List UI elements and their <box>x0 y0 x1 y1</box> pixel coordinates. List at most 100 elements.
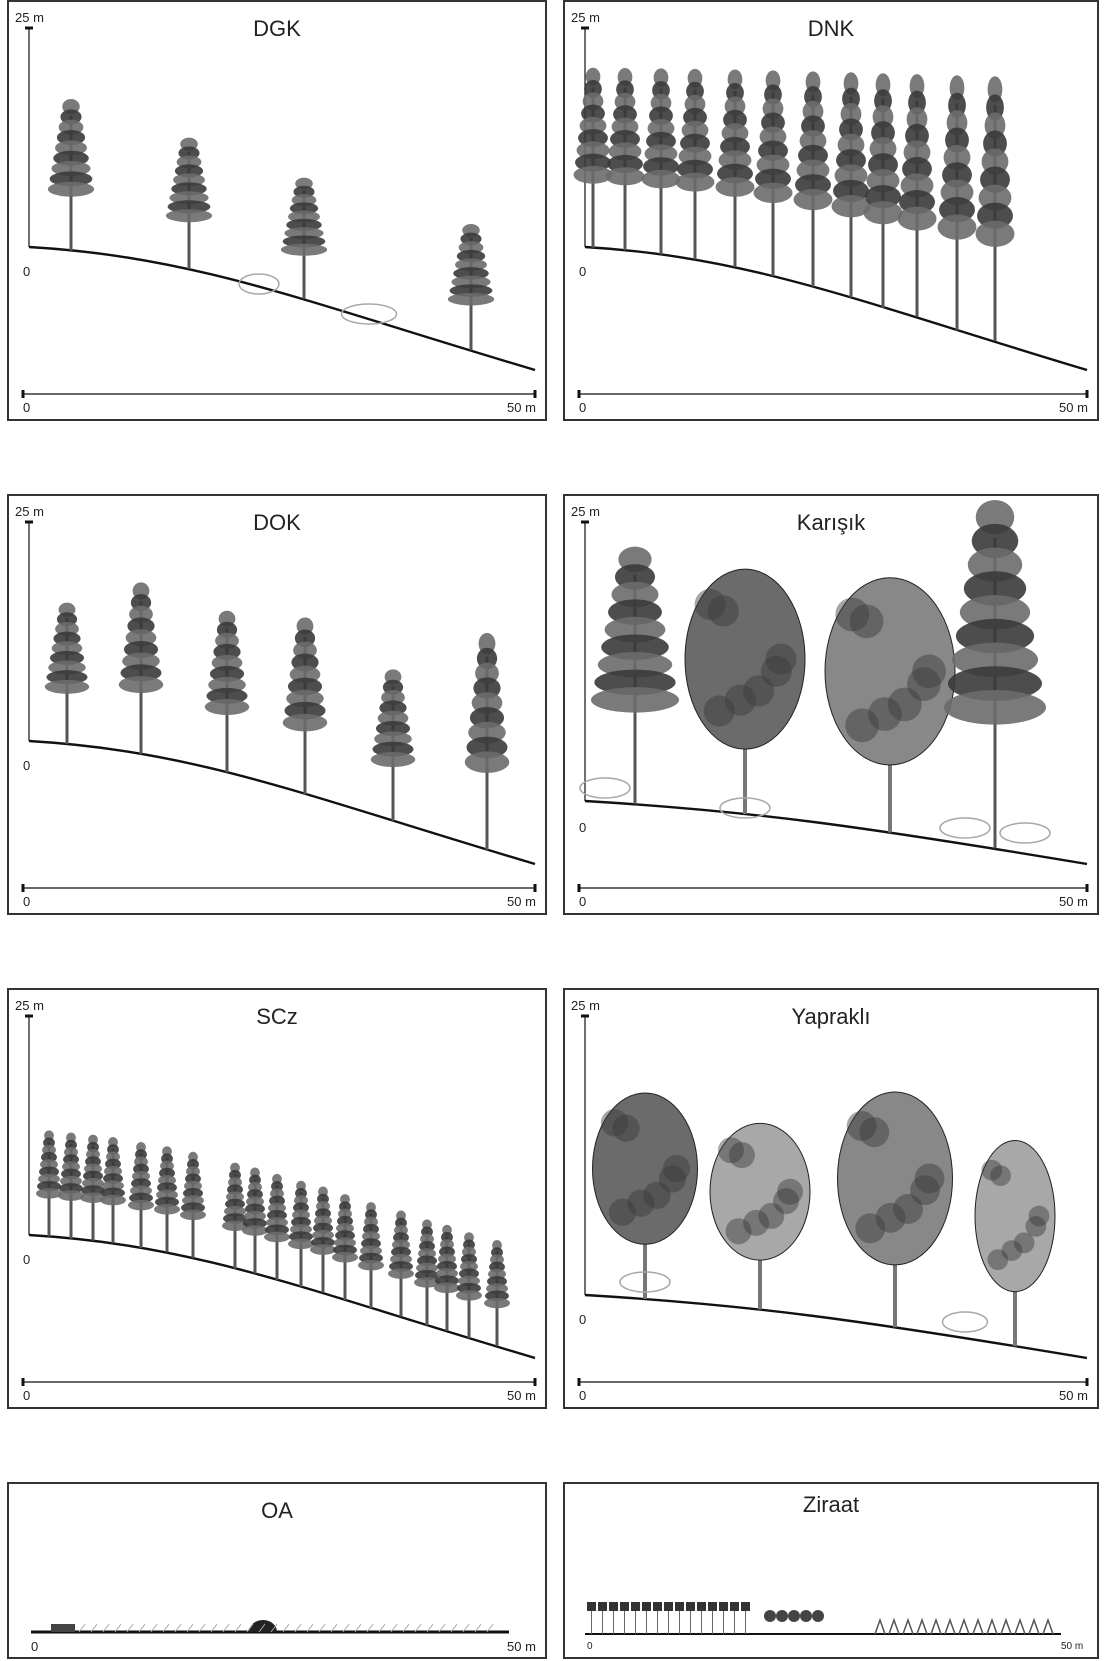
panel-title: Yapraklı <box>791 1004 871 1029</box>
crown-shade <box>912 654 946 689</box>
crown-shade <box>835 597 870 632</box>
pine-foliage <box>975 220 1015 247</box>
panel-dnk: DNK 25 m 0 0 50 m <box>563 0 1099 421</box>
panel-title: Karışık <box>796 510 866 535</box>
panel-dok: DOK 25 m 0 0 50 m <box>7 494 547 915</box>
panel-title: DNK <box>807 16 855 41</box>
grass <box>234 1623 242 1633</box>
orchard-tree <box>631 1602 640 1611</box>
grass <box>186 1623 194 1633</box>
x-end-label: 50 m <box>1059 400 1088 415</box>
crown-shade <box>875 1202 906 1233</box>
pine-foliage <box>675 172 715 192</box>
profile-drawing <box>577 499 1089 892</box>
crown-shade <box>987 1249 1009 1271</box>
grass <box>282 1623 290 1633</box>
x-start-label: 0 <box>23 400 31 415</box>
pine-foliage <box>204 698 250 715</box>
crop <box>800 1610 812 1622</box>
crop <box>874 1617 886 1635</box>
origin-label: 0 <box>579 264 587 279</box>
crown-shade <box>743 675 775 707</box>
crown-shade <box>990 1165 1011 1187</box>
pine-foliage <box>831 195 871 218</box>
crown-shade <box>728 1142 755 1169</box>
crown-shade <box>914 1163 945 1194</box>
pine-foliage <box>242 1225 268 1236</box>
crown-shade <box>694 588 726 621</box>
grass <box>438 1623 446 1633</box>
pine-foliage <box>282 713 328 732</box>
orchard-tree <box>664 1602 673 1611</box>
crown-shade <box>758 1202 785 1229</box>
crop <box>916 1617 928 1635</box>
grass <box>306 1623 314 1633</box>
crown-shade <box>724 684 756 716</box>
panel-dgk: DGK 25 m 0 0 50 m <box>7 0 547 421</box>
grass <box>126 1623 134 1633</box>
crown-shade <box>849 604 884 639</box>
crown-shade <box>600 1109 629 1137</box>
x-end-label: 50 m <box>507 1388 536 1403</box>
pine-foliage <box>943 690 1047 725</box>
pine-foliage <box>605 167 645 186</box>
height-label: 25 m <box>571 998 600 1013</box>
orchard-tree <box>697 1602 706 1611</box>
grass <box>294 1623 302 1633</box>
profile-drawing <box>21 1014 537 1386</box>
pine-foliage <box>590 687 680 713</box>
panel-title: OA <box>261 1498 293 1523</box>
profile-drawing <box>31 1620 509 1634</box>
pine-foliage <box>358 1260 384 1271</box>
grass <box>366 1623 374 1633</box>
grass <box>90 1623 98 1633</box>
pine-foliage <box>573 165 613 184</box>
x-end-label: 50 m <box>1059 894 1088 909</box>
crown-shade <box>627 1189 655 1217</box>
pine-foliage <box>47 181 95 197</box>
pine-foliage <box>715 177 755 197</box>
x-start-label: 0 <box>579 1388 587 1403</box>
crop <box>972 1617 984 1635</box>
grass <box>102 1623 110 1633</box>
grass <box>354 1623 362 1633</box>
crop <box>776 1610 788 1622</box>
tree-crown <box>974 1139 1056 1293</box>
x-start-label: 0 <box>579 400 587 415</box>
shrub <box>579 777 631 799</box>
grass <box>486 1623 494 1633</box>
pine-foliage <box>165 209 213 223</box>
orchard-tree <box>587 1602 596 1611</box>
grass <box>150 1623 158 1633</box>
pine-foliage <box>370 752 416 768</box>
x-end-label: 50 m <box>507 400 536 415</box>
pine-foliage <box>288 1238 314 1250</box>
pine-foliage <box>414 1277 440 1288</box>
panel-yaprakli: Yapraklı 25 m 0 0 50 m <box>563 988 1099 1409</box>
crown-shade <box>658 1165 687 1193</box>
grass <box>450 1623 458 1633</box>
pine-foliage <box>447 292 495 306</box>
crown-shade <box>893 1194 923 1224</box>
pine-foliage <box>456 1290 482 1301</box>
tree-crown <box>592 1092 698 1245</box>
pine-foliage <box>80 1192 106 1203</box>
crown-shade <box>612 1114 640 1142</box>
crown-shade <box>765 643 797 675</box>
grass <box>222 1623 230 1633</box>
grass <box>474 1623 482 1633</box>
pine-foliage <box>388 1268 414 1279</box>
crown-shade <box>1001 1240 1023 1261</box>
pine-foliage <box>118 676 164 694</box>
crown-shade <box>859 1117 890 1148</box>
grass <box>462 1623 470 1633</box>
crown-shade <box>910 1175 940 1206</box>
grass <box>414 1623 422 1633</box>
origin-label: 0 <box>23 264 31 279</box>
panel-ziraat: Ziraat 0 50 m <box>563 1482 1099 1659</box>
shrub <box>619 1271 671 1293</box>
crop <box>764 1610 776 1622</box>
profile-drawing <box>21 26 537 398</box>
grass <box>162 1623 170 1633</box>
tree-crown <box>824 577 956 766</box>
